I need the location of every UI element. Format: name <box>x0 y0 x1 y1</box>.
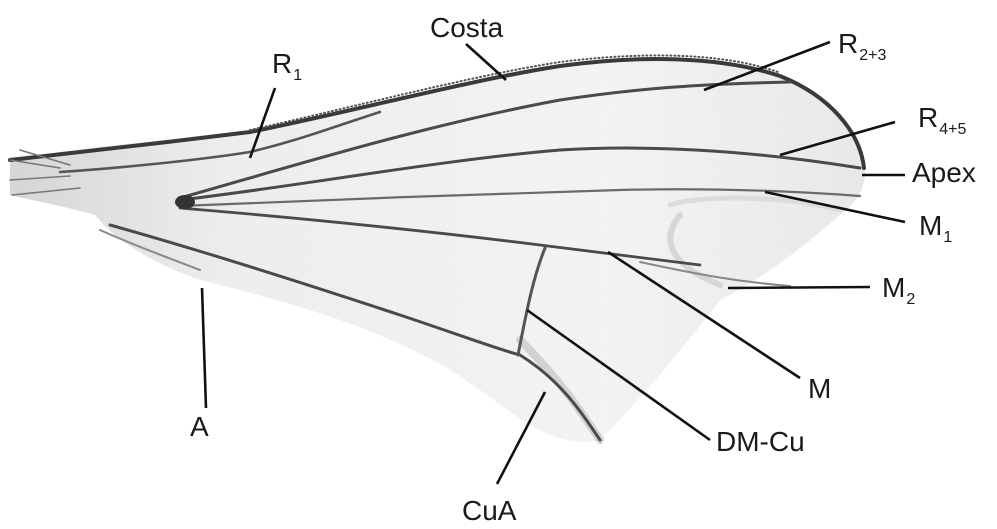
m1-label-base: M <box>919 210 942 241</box>
m2-leader <box>728 287 870 288</box>
m2-label-base: M <box>882 272 905 303</box>
m2-label-sub: 2 <box>906 291 915 308</box>
r2-3-label-base: R <box>838 28 858 59</box>
costa-label: Costa <box>430 14 503 42</box>
dm-cu-label: DM-Cu <box>716 428 805 456</box>
a-leader <box>202 288 206 408</box>
basal-spot <box>175 195 195 209</box>
costa-leader <box>466 44 506 80</box>
r4-5-label: R4+5 <box>918 104 966 138</box>
r4-5-label-sub: 4+5 <box>939 121 966 138</box>
r2-3-label: R2+3 <box>838 30 886 64</box>
r2-3-label-sub: 2+3 <box>859 47 886 64</box>
r1-label-base: R <box>272 48 292 79</box>
apex-label: Apex <box>912 159 976 187</box>
r1-label-sub: 1 <box>293 67 302 84</box>
r1-label: R1 <box>272 50 302 84</box>
a-label: A <box>190 413 209 441</box>
r4-5-label-base: R <box>918 102 938 133</box>
cua-label: CuA <box>462 497 516 525</box>
m2-label: M2 <box>882 274 915 308</box>
m1-label: M1 <box>919 212 952 246</box>
m-label: M <box>808 375 831 403</box>
m1-label-sub: 1 <box>943 229 952 246</box>
